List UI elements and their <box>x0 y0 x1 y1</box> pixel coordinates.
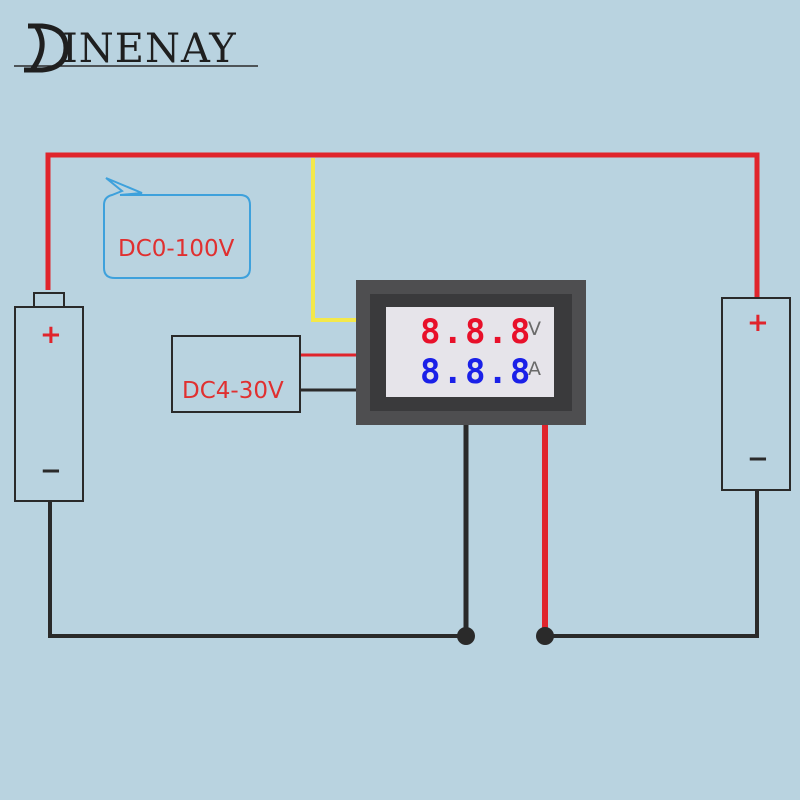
left-battery-plus: + <box>40 320 62 350</box>
yellow-wire <box>311 158 357 322</box>
right-bottom-wire <box>545 490 759 638</box>
power-supply-box <box>171 335 301 413</box>
top-red-wire <box>45 152 760 298</box>
right-battery-plus: + <box>747 308 769 338</box>
left-battery <box>14 306 84 502</box>
red-junction-dot <box>536 627 554 645</box>
left-battery-terminal <box>33 292 65 308</box>
power-supply-label: DC4-30V <box>182 378 284 404</box>
voltage-unit: V <box>528 318 541 340</box>
left-battery-minus: − <box>40 456 62 486</box>
right-battery <box>721 297 791 491</box>
current-unit: A <box>528 358 541 380</box>
black-junction-dot <box>457 627 475 645</box>
bubble-label: DC0-100V <box>118 236 235 262</box>
brand-name: INENAY <box>62 26 237 72</box>
right-battery-minus: − <box>747 444 769 474</box>
brand-logo-d <box>24 23 69 73</box>
current-reading: 8.8.8 <box>420 352 533 392</box>
speech-bubble <box>103 177 251 279</box>
meter-screen <box>386 307 554 397</box>
left-bottom-wire <box>48 500 466 638</box>
voltage-reading: 8.8.8 <box>420 312 533 352</box>
